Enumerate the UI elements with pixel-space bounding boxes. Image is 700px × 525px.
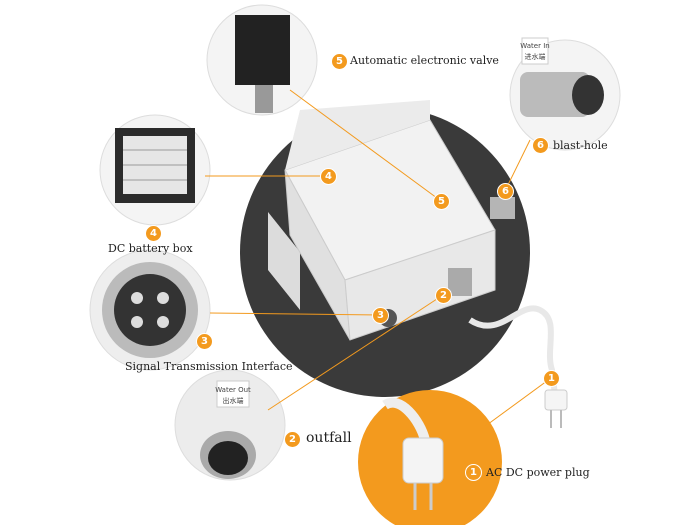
callout-badge-4: 4 [145,225,162,242]
label-outfall: outfall [306,430,352,446]
callout-badge-2: 2 [284,431,301,448]
outfall-tag-en: Water Out [215,386,251,394]
battery-box-photo [99,114,211,226]
blast-tag-en: Water In [520,42,549,50]
plug-small [544,389,568,411]
plug-large [382,397,444,510]
device-badge-6: 6 [497,183,514,200]
connector-photo [89,249,211,371]
label-signal-interface: Signal Transmission Interface [125,360,293,373]
blast-hole-photo: Water In 进水端 [509,37,621,151]
device-badge-3: 3 [372,307,389,324]
device-badge-2: 2 [435,287,452,304]
callout-badge-5: 5 [331,53,348,70]
label-power-plug: AC DC power plug [486,466,590,479]
device-badge-4: 4 [320,168,337,185]
callout-badge-3: 3 [196,333,213,350]
device-badge-5: 5 [433,193,450,210]
leader-lines [205,89,552,431]
power-cable [468,305,558,396]
label-battery-box: DC battery box [108,242,193,255]
blast-tag-cn: 进水端 [525,52,546,61]
callout-badge-1: 1 [465,464,482,481]
label-valve: Automatic electronic valve [350,54,499,67]
outfall-photo: Water Out 出水端 [174,369,286,481]
callout-badge-6: 6 [532,137,549,154]
label-blast-hole: blast-hole [553,139,608,152]
valve-photo [206,4,318,116]
device-badge-1: 1 [543,370,560,387]
outfall-tag-cn: 出水端 [223,396,244,405]
